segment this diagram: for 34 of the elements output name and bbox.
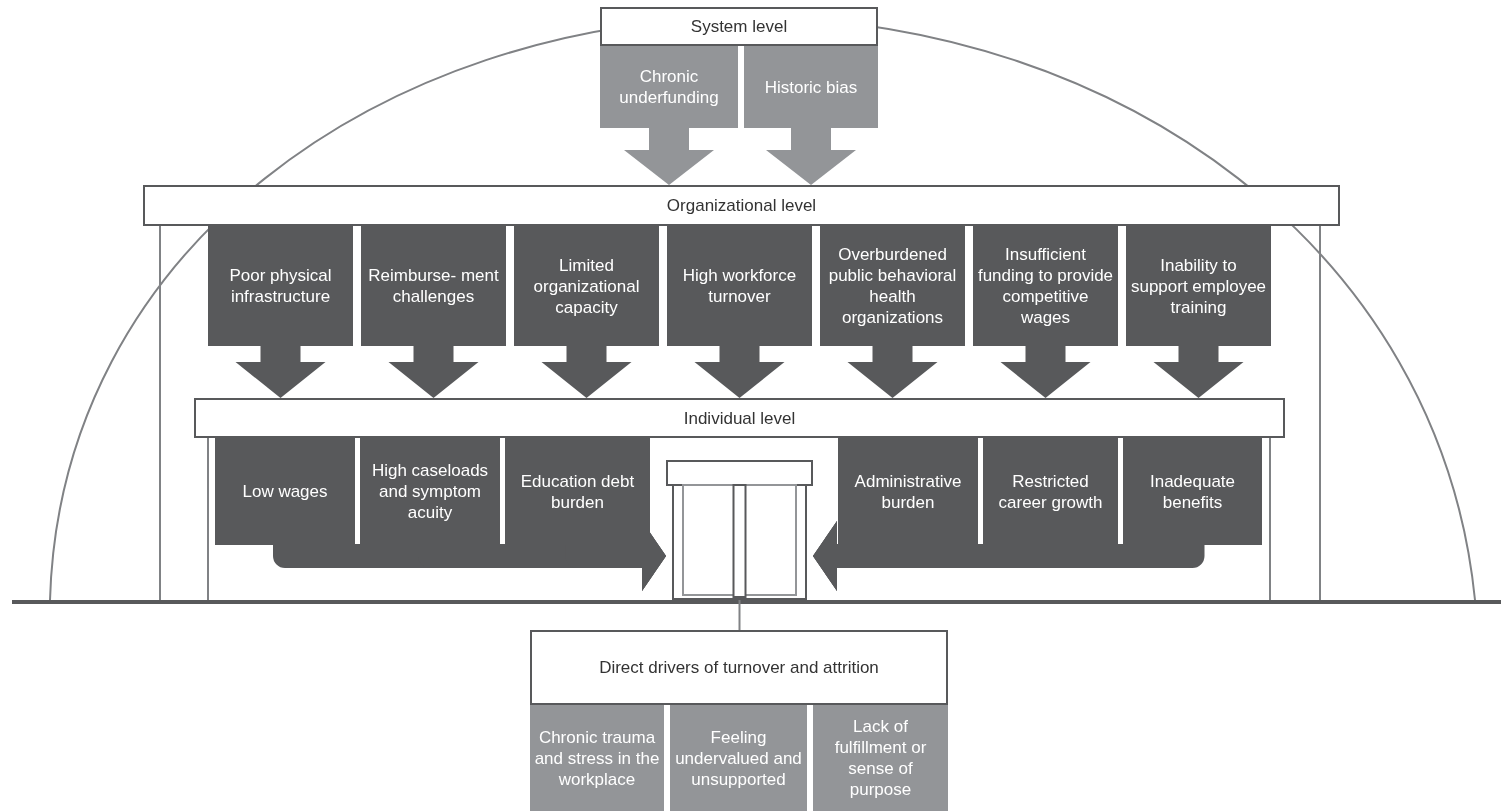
factor-box: Chronic underfunding [600, 46, 738, 128]
level-header: System level [600, 7, 878, 46]
factor-box: Restricted career growth [983, 438, 1118, 545]
factor-box: Reimburse- ment challenges [361, 226, 506, 346]
level-header: Direct drivers of turnover and attrition [530, 630, 948, 705]
arrow [1153, 346, 1244, 398]
arrow [235, 346, 326, 398]
arrow [388, 346, 479, 398]
factor-box: High workforce turnover [667, 226, 812, 346]
factor-box: Insufficient funding to provide competitive wages [973, 226, 1118, 346]
factor-box: Inability to support employee training [1126, 226, 1271, 346]
level-header: Individual level [194, 398, 1285, 438]
factor-box: Historic bias [744, 46, 878, 128]
arrow [694, 346, 785, 398]
factor-box: Inadequate benefits [1123, 438, 1262, 545]
factor-box: Poor physical infrastructure [208, 226, 353, 346]
arrow [1000, 346, 1091, 398]
factor-box: Feeling undervalued and unsupported [670, 705, 807, 811]
level-header: Organizational level [143, 185, 1340, 226]
arrow [847, 346, 938, 398]
arrow [766, 128, 856, 185]
factor-box: High caseloads and symptom acuity [360, 438, 500, 545]
door-drawing [666, 460, 813, 600]
arrow [624, 128, 714, 185]
factor-box: Education debt burden [505, 438, 650, 545]
factor-box: Limited organizational capacity [514, 226, 659, 346]
factor-box: Low wages [215, 438, 355, 545]
factor-box: Chronic trauma and stress in the workplace [530, 705, 664, 811]
factor-box: Lack of fulfillment or sense of purpose [813, 705, 948, 811]
factor-box: Administrative burden [838, 438, 978, 545]
factor-box: Overburdened public behavioral health organizations [820, 226, 965, 346]
arrow [541, 346, 632, 398]
connector-line [738, 599, 741, 631]
arrow [813, 521, 1205, 591]
